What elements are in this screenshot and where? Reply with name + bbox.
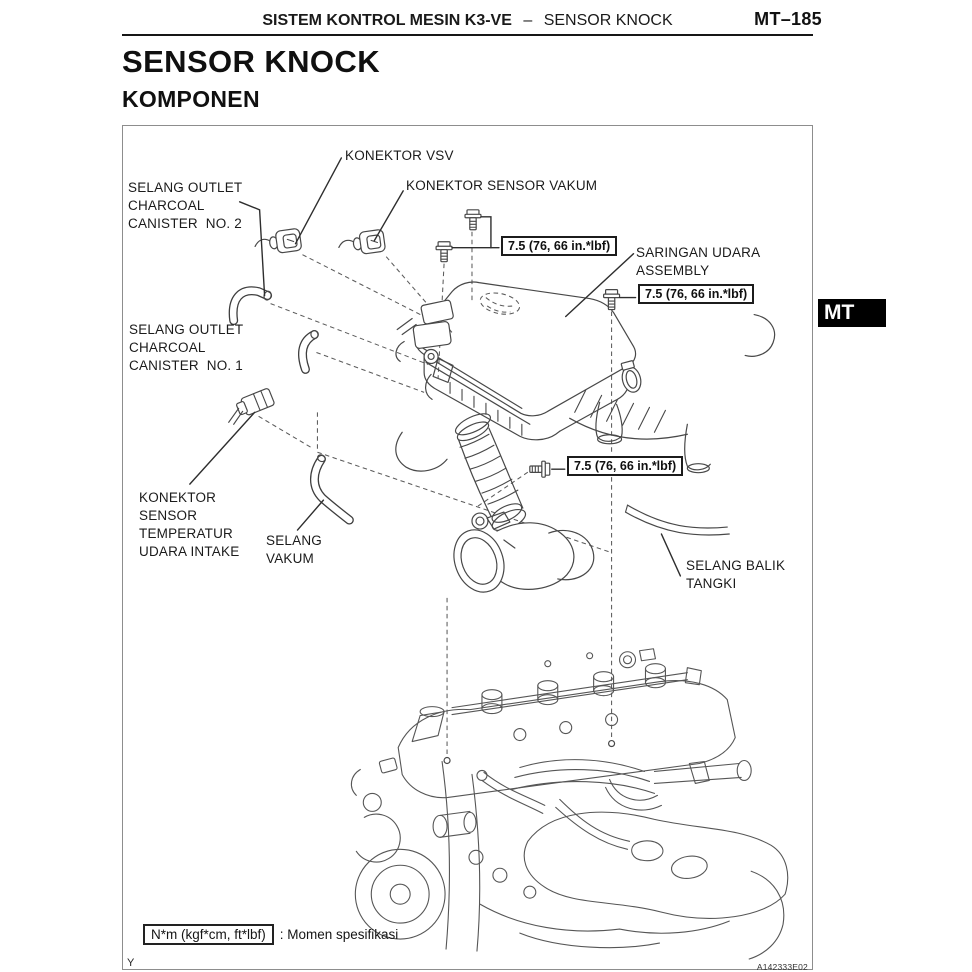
section-tab-mt: MT: [818, 299, 886, 327]
torque-spec-box-2: 7.5 (76, 66 in.*lbf): [638, 284, 755, 304]
page-title: SENSOR KNOCK: [122, 44, 380, 79]
air-inlet-duct-drawing: [395, 431, 595, 593]
air-cleaner-assembly-drawing: [395, 281, 776, 593]
vsv-valve-drawing: [395, 299, 454, 400]
engine-block-drawing: [350, 648, 789, 960]
footer-marker: Y: [127, 957, 135, 969]
label-konektor-sensor-temperatur-udara-intake: KONEKTOR SENSOR TEMPERATUR UDARA INTAKE: [139, 490, 240, 559]
running-header-separator: –: [523, 12, 533, 29]
torque-spec-box-1: 7.5 (76, 66 in.*lbf): [501, 236, 618, 256]
label-selang-outlet-charcoal-canister-no2: SELANG OUTLET CHARCOAL CANISTER NO. 2: [128, 180, 243, 231]
intake-bellows-drawing: [454, 413, 527, 532]
torque-legend-symbol: N*m (kgf*cm, ft*lbf): [143, 924, 274, 945]
torque-spec-box-3: 7.5 (76, 66 in.*lbf): [567, 456, 684, 476]
disassembly-dashed-lines: [258, 231, 616, 765]
running-header-topic: SENSOR KNOCK: [543, 12, 673, 29]
torque-legend: N*m (kgf*cm, ft*lbf) : Momen spesifikasi: [143, 924, 398, 945]
torque-legend-text: : Momen spesifikasi: [279, 927, 399, 942]
label-selang-balik-tangki: SELANG BALIK TANGKI: [686, 558, 786, 591]
running-header: SISTEM KONTROL MESIN K3-VE – SENSOR KNOC…: [122, 12, 813, 30]
connectors-drawing: [228, 227, 387, 425]
figure-code: A142333E02: [756, 962, 808, 972]
header-rule: [122, 34, 813, 36]
running-header-section: SISTEM KONTROL MESIN K3-VE: [262, 12, 512, 29]
section-heading: KOMPONEN: [122, 86, 260, 112]
label-selang-outlet-charcoal-canister-no1: SELANG OUTLET CHARCOAL CANISTER NO. 1: [129, 322, 244, 373]
component-figure: KONEKTOR VSV KONEKTOR SENSOR VAKUM SELAN…: [122, 125, 813, 972]
component-diagram: [189, 157, 789, 960]
label-selang-vakum: SELANG VAKUM: [266, 533, 322, 566]
intake-air-temp-connector-drawing: [236, 388, 275, 416]
label-leader-lines: [189, 157, 682, 577]
label-konektor-vsv: KONEKTOR VSV: [345, 148, 454, 163]
hoses-drawing: [228, 286, 730, 536]
label-konektor-sensor-vakum: KONEKTOR SENSOR VAKUM: [406, 178, 598, 193]
page-number: MT–185: [754, 9, 822, 29]
label-saringan-udara-assembly: SARINGAN UDARA ASSEMBLY: [636, 245, 761, 278]
